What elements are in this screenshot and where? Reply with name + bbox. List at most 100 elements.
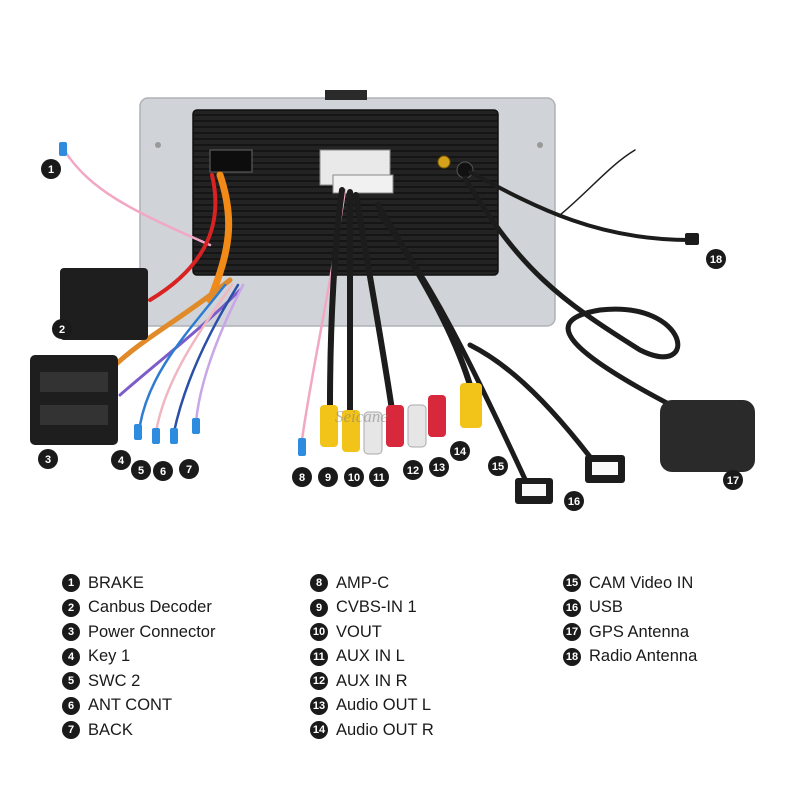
svg-text:6: 6 [160, 466, 166, 478]
legend-label: Key 1 [88, 647, 131, 666]
cables [62, 148, 703, 493]
legend-number: 10 [310, 623, 328, 642]
legend-label: Canbus Decoder [88, 598, 212, 617]
svg-text:11: 11 [373, 472, 385, 484]
svg-text:16: 16 [568, 496, 580, 508]
gps-antenna-puck [660, 400, 755, 472]
callout-14: 14 [450, 441, 470, 461]
legend-item-audio-out-r: 14 Audio OUT R [310, 718, 434, 743]
radio-antenna-cable [468, 170, 692, 242]
legend-item-amp-c: 8 AMP-C [310, 571, 434, 596]
callout-13: 13 [429, 457, 449, 477]
legend-label: USB [589, 598, 623, 617]
gps-cable [462, 175, 703, 423]
callout-16: 16 [564, 491, 584, 511]
svg-text:9: 9 [325, 472, 331, 484]
rca-yellow-plug [320, 405, 338, 447]
legend-number: 6 [62, 696, 80, 715]
svg-text:5: 5 [138, 465, 144, 477]
rca-red-plug-2 [428, 395, 446, 437]
power-connector-wires [107, 277, 233, 373]
rca-yellow-plug-2 [342, 410, 360, 452]
screw-right [537, 142, 543, 148]
usb-cable [467, 342, 603, 473]
usb-cable-2 [377, 212, 533, 493]
svg-text:8: 8 [299, 472, 305, 484]
legend-number: 1 [62, 574, 80, 593]
svg-text:18: 18 [710, 254, 722, 266]
callout-3: 3 [38, 449, 58, 469]
callout-18: 18 [706, 249, 726, 269]
canbus-decoder-box [60, 268, 148, 340]
swc2-wire [154, 283, 234, 434]
svg-text:1: 1 [48, 164, 54, 176]
brake-wire [62, 148, 212, 247]
svg-text:15: 15 [492, 461, 504, 473]
legend-item-audio-out-l: 13 Audio OUT L [310, 694, 434, 719]
legend-number: 13 [310, 696, 328, 715]
callout-5: 5 [131, 460, 151, 480]
svg-text:10: 10 [348, 472, 360, 484]
legend-label: Audio OUT R [336, 720, 434, 739]
wiring-diagram: Seicane 1 2 3 4 5 6 7 8 9 10 11 12 13 14… [30, 90, 755, 511]
legend-item-canbus-decoder: 2 Canbus Decoder [62, 596, 215, 621]
callout-17: 17 [723, 470, 743, 490]
power-connector-block [30, 355, 118, 445]
legend-label: AMP-C [336, 573, 390, 592]
rca-white-plug-2 [407, 404, 427, 448]
power-connector-slot [40, 372, 108, 392]
svg-text:17: 17 [727, 475, 739, 487]
legend-label: GPS Antenna [589, 622, 689, 641]
callout-1: 1 [41, 159, 61, 179]
legend-label: AUX IN L [336, 647, 405, 666]
legend-label: Power Connector [88, 622, 216, 641]
callout-11: 11 [369, 467, 389, 487]
legend-number: 17 [563, 623, 581, 642]
callout-4: 4 [111, 450, 131, 470]
connector-block-left [209, 149, 253, 173]
svg-text:13: 13 [433, 462, 445, 474]
connector-block-center-2 [332, 174, 394, 194]
callout-8: 8 [292, 467, 312, 487]
radio-antenna-plug [685, 233, 699, 245]
svg-text:3: 3 [45, 454, 51, 466]
harness-wires-orange [206, 171, 233, 304]
legend-number: 3 [62, 623, 80, 642]
legend-number: 7 [62, 721, 80, 740]
svg-text:7: 7 [186, 464, 192, 476]
callout-12: 12 [403, 460, 423, 480]
usb-port-1 [522, 484, 546, 496]
callout-6: 6 [153, 461, 173, 481]
svg-text:14: 14 [454, 446, 467, 458]
key1-pin [134, 424, 142, 440]
legend-item-gps-antenna: 17 GPS Antenna [563, 620, 697, 645]
callout-9: 9 [318, 467, 338, 487]
legend-label: Audio OUT L [336, 696, 432, 715]
rca-white-plug [363, 411, 383, 455]
legend-label: SWC 2 [88, 671, 141, 690]
back-wire [194, 283, 245, 424]
power-connector-slot-2 [40, 405, 108, 425]
rca-cable-1 [327, 187, 345, 408]
legend-label: Radio Antenna [589, 647, 698, 666]
legend-number: 2 [62, 598, 80, 617]
top-bracket [325, 90, 367, 100]
legend-number: 12 [310, 672, 328, 691]
legend-number: 8 [310, 574, 328, 593]
harness-wires-red [148, 173, 218, 302]
legend-number: 14 [310, 721, 328, 740]
callout-7: 7 [179, 459, 199, 479]
ant-cont-wire [172, 283, 240, 434]
